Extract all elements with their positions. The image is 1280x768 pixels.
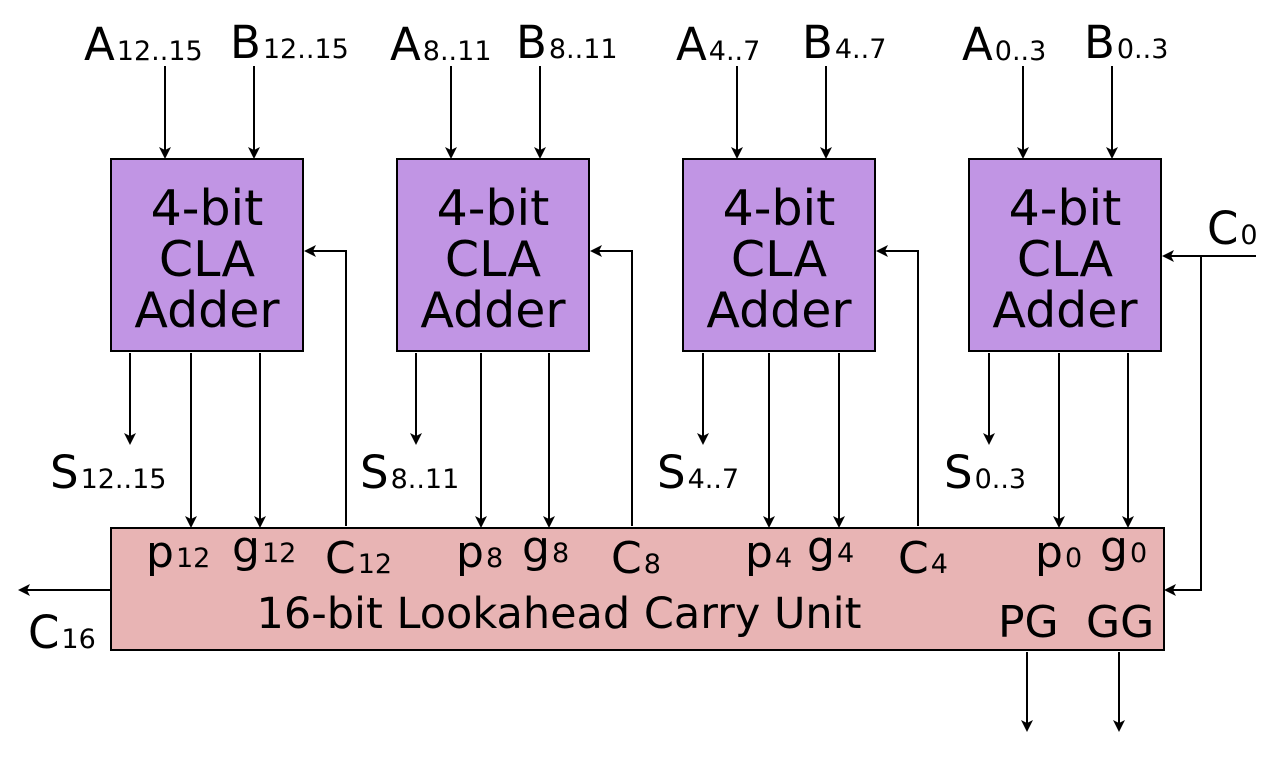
port-pg: PG [998, 597, 1059, 648]
port-p4: p4 [745, 527, 792, 578]
input-a-label: A0..3 [962, 18, 1046, 71]
adder-block-0-3: 4-bit CLA Adder A0..3 B0..3 S0..3 [944, 16, 1168, 499]
adder-block-8-11: 4-bit CLA Adder A8..11 B8..11 S8..11 [360, 16, 618, 499]
adder-label-line2: CLA [731, 231, 828, 288]
adder-box [396, 158, 590, 352]
adder-label-line3: Adder [134, 282, 280, 339]
port-g8: g8 [522, 522, 569, 573]
port-gg: GG [1086, 597, 1154, 648]
input-b-label: B12..15 [230, 16, 349, 69]
sum-label: S4..7 [657, 446, 739, 499]
port-g4: g4 [807, 522, 854, 573]
adder-box [968, 158, 1162, 352]
port-p12: p12 [146, 527, 210, 578]
adder-label-line1: 4-bit [437, 180, 550, 237]
port-c4: C4 [898, 533, 948, 584]
wires [18, 66, 1256, 732]
input-a-label: A8..11 [390, 18, 492, 71]
adder-box [682, 158, 876, 352]
sum-label: S12..15 [50, 446, 166, 499]
sum-label: S0..3 [944, 446, 1026, 499]
input-b-label: B0..3 [1084, 16, 1168, 69]
port-g12: g12 [232, 522, 296, 573]
carry-out-label: C16 [28, 606, 96, 659]
adder-block-4-7: 4-bit CLA Adder A4..7 B4..7 S4..7 [657, 16, 886, 499]
port-c8: C8 [611, 533, 661, 584]
input-a-label: A4..7 [676, 18, 760, 71]
port-c12: C12 [325, 533, 392, 584]
wire-c4 [876, 245, 919, 526]
wire-c0-to-lcu [1164, 256, 1202, 596]
adder-label-line1: 4-bit [1009, 180, 1122, 237]
wire-c12 [304, 245, 347, 526]
sum-label: S8..11 [360, 446, 459, 499]
input-a-label: A12..15 [84, 18, 203, 71]
lcu-title: 16-bit Lookahead Carry Unit [257, 589, 862, 639]
input-b-label: B8..11 [516, 16, 618, 69]
carry-in-label: C0 [1207, 202, 1258, 255]
lcu-box [110, 527, 1165, 651]
lookahead-carry-unit: 16-bit Lookahead Carry Unit p12 g12 C12 … [110, 522, 1165, 651]
adder-label-line3: Adder [420, 282, 566, 339]
adder-label-line1: 4-bit [151, 180, 264, 237]
input-b-label: B4..7 [802, 16, 886, 69]
adder-label-line3: Adder [992, 282, 1138, 339]
adder-label-line2: CLA [159, 231, 256, 288]
adder-box [110, 158, 304, 352]
port-p0: p0 [1035, 527, 1082, 578]
wire-c8 [590, 245, 633, 526]
adder-block-12-15: 4-bit CLA Adder A12..15 B12..15 S12..15 [50, 16, 349, 499]
adder-label-line1: 4-bit [723, 180, 836, 237]
port-p8: p8 [456, 527, 503, 578]
adder-label-line2: CLA [1017, 231, 1114, 288]
adder-label-line3: Adder [706, 282, 852, 339]
adder-label-line2: CLA [445, 231, 542, 288]
port-g0: g0 [1100, 522, 1147, 573]
